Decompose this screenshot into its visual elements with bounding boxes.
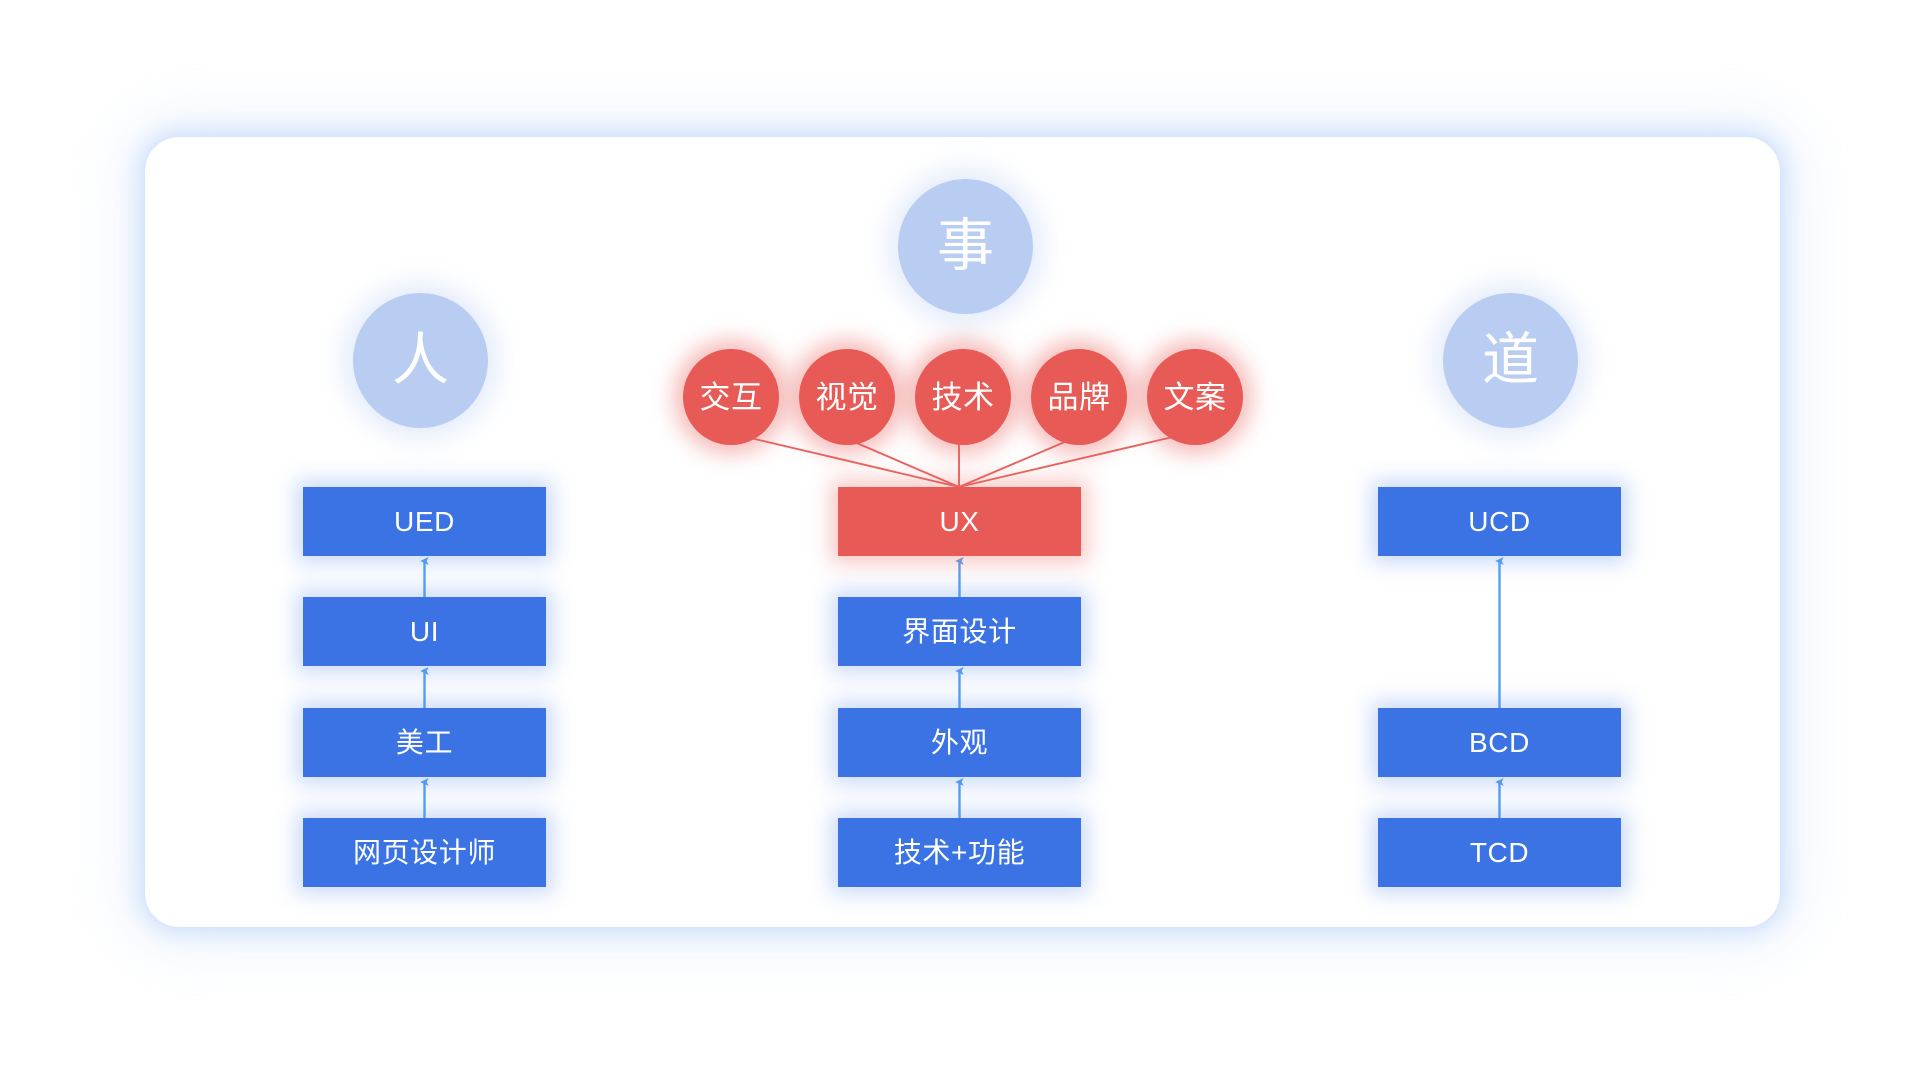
node-ux[interactable]: UX	[838, 487, 1081, 556]
facet-label-technology: 技术	[931, 379, 995, 415]
facet-circle-brand[interactable]: 品牌	[1031, 349, 1127, 445]
pillar-circle-dao[interactable]: 道	[1443, 293, 1578, 428]
facet-circle-interaction[interactable]: 交互	[683, 349, 779, 445]
node-label-tcd: TCD	[1469, 836, 1530, 868]
facet-label-visual: 视觉	[815, 379, 879, 415]
node-label-ui: UI	[409, 615, 440, 647]
pillar-circle-shi[interactable]: 事	[898, 179, 1033, 314]
node-appearance[interactable]: 外观	[838, 708, 1081, 777]
facet-label-copywriting: 文案	[1163, 379, 1227, 415]
pillar-label-ren: 人	[392, 328, 449, 392]
node-label-bcd: BCD	[1469, 726, 1530, 758]
node-label-meigong: 美工	[395, 726, 454, 758]
facet-circle-copywriting[interactable]: 文案	[1147, 349, 1243, 445]
node-meigong[interactable]: 美工	[303, 708, 546, 777]
node-label-tech-function: 技术+功能	[893, 836, 1026, 868]
node-label-web-designer: 网页设计师	[352, 836, 496, 868]
facet-label-brand: 品牌	[1047, 379, 1111, 415]
facet-circle-visual[interactable]: 视觉	[799, 349, 895, 445]
node-label-ued: UED	[394, 505, 455, 537]
node-bcd[interactable]: BCD	[1378, 708, 1621, 777]
node-label-ux: UX	[939, 505, 980, 537]
node-label-appearance: 外观	[930, 726, 989, 758]
node-web-designer[interactable]: 网页设计师	[303, 818, 546, 887]
facet-circle-technology[interactable]: 技术	[915, 349, 1011, 445]
node-interface-design[interactable]: 界面设计	[838, 597, 1081, 666]
pillar-circle-ren[interactable]: 人	[353, 293, 488, 428]
facet-label-interaction: 交互	[699, 379, 763, 415]
node-ucd[interactable]: UCD	[1378, 487, 1621, 556]
node-label-ucd: UCD	[1468, 505, 1531, 537]
node-tech-function[interactable]: 技术+功能	[838, 818, 1081, 887]
node-ui[interactable]: UI	[303, 597, 546, 666]
pillar-label-shi: 事	[937, 214, 994, 278]
node-tcd[interactable]: TCD	[1378, 818, 1621, 887]
pillar-label-dao: 道	[1482, 328, 1539, 392]
node-label-interface-design: 界面设计	[902, 615, 1017, 647]
node-ued[interactable]: UED	[303, 487, 546, 556]
